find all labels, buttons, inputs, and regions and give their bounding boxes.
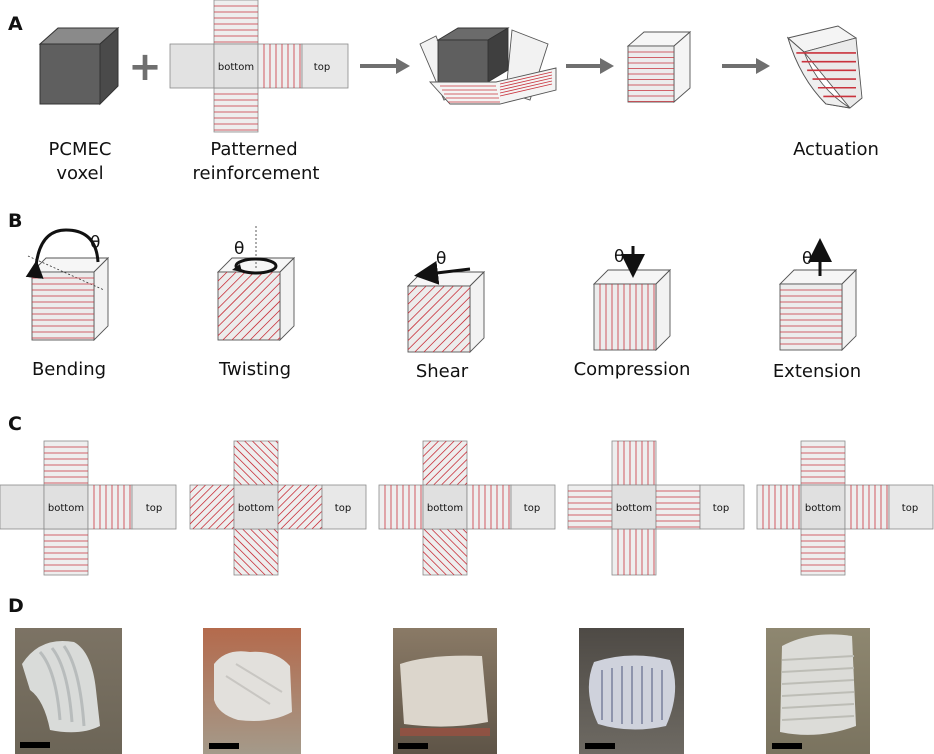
rotation-arrowhead [232, 264, 242, 272]
panel-label-d: D [8, 595, 24, 617]
voxel-caption-line1: PCMEC [49, 139, 112, 160]
mode-extension-label: Extension [773, 361, 861, 382]
twisting-theta: θ [234, 239, 244, 259]
net-labels: bottom top bottom top bottom top bottom … [48, 503, 918, 514]
twisting-cube [216, 256, 296, 342]
right-arrow-icon [566, 58, 614, 74]
extension-theta: θ [802, 249, 812, 269]
photo-twisting-sample [203, 628, 301, 754]
bending-theta: θ [90, 233, 100, 253]
net-bending-top-label: top [146, 503, 162, 514]
photo-compression-sample [579, 628, 684, 754]
reinforcement-net [189, 440, 367, 576]
panel-label-b: B [8, 210, 22, 232]
compression-cube [592, 268, 672, 352]
shear-theta: θ [436, 249, 446, 269]
rotation-arrow-icon [234, 257, 278, 275]
reinforcement-nets [0, 440, 934, 576]
net-shear-top-label: top [524, 503, 540, 514]
actuated-bent-cube [787, 25, 863, 109]
net-bending-bottom-label: bottom [48, 503, 84, 514]
actuation-caption: Actuation [793, 139, 879, 160]
net-a-bottom-label: bottom [218, 62, 254, 73]
net-twisting-top-label: top [335, 503, 351, 514]
net-extension-bottom-label: bottom [805, 503, 841, 514]
reinforcement-caption-line2: reinforcement [193, 163, 320, 184]
scale-bar [772, 743, 802, 749]
shear-cube [406, 270, 486, 354]
scale-bar [585, 743, 615, 749]
right-arrow-icon [360, 58, 410, 74]
plus-icon: + [128, 44, 162, 90]
bending-cube [27, 255, 110, 342]
shear-arrow-icon [414, 260, 471, 285]
reinforced-cube [626, 31, 692, 103]
net-shear-bottom-label: bottom [427, 503, 463, 514]
scale-bar [209, 743, 239, 749]
net-a-top-label: top [314, 62, 330, 73]
photo-bending-sample [15, 628, 122, 754]
right-arrow-icon [722, 58, 770, 74]
mode-shear-label: Shear [416, 361, 469, 382]
extension-cube [778, 268, 858, 352]
net-compression-bottom-label: bottom [616, 503, 652, 514]
reinforcement-net [567, 440, 745, 576]
compression-theta: θ [614, 247, 624, 267]
net-compression-top-label: top [713, 503, 729, 514]
curved-arrow-icon [25, 228, 100, 279]
scale-bar [20, 742, 50, 748]
voxel-caption-line2: voxel [56, 163, 103, 184]
reinforcement-net-a [169, 0, 349, 133]
photo-shear-sample [393, 628, 497, 754]
panel-label-a: A [8, 13, 23, 35]
net-twisting-bottom-label: bottom [238, 503, 274, 514]
reinforcement-net [756, 440, 934, 576]
folding-voxel-illustration [419, 27, 557, 105]
mode-bending-label: Bending [32, 359, 106, 380]
reinforcement-net [378, 440, 556, 576]
reinforcement-net [0, 440, 177, 576]
panel-label-c: C [8, 413, 22, 435]
mode-twisting-label: Twisting [218, 359, 291, 380]
photo-extension-sample [766, 628, 870, 754]
pcmec-voxel-cube [38, 26, 120, 106]
scale-bar [398, 743, 428, 749]
reinforcement-caption-line1: Patterned [210, 139, 297, 160]
mode-compression-label: Compression [574, 359, 691, 380]
net-extension-top-label: top [902, 503, 918, 514]
